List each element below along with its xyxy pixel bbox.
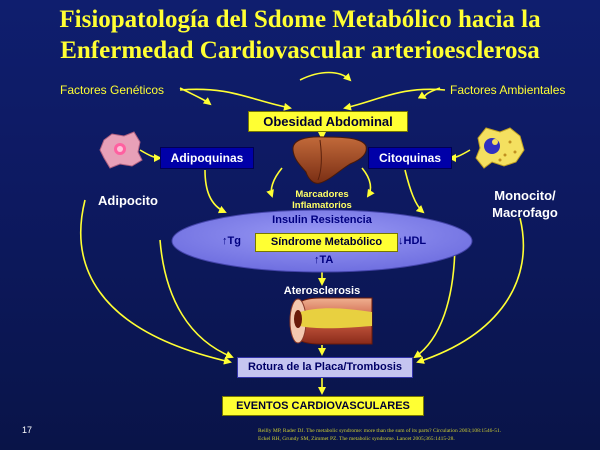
- arrow-genetic-short: [179, 87, 212, 106]
- arrow-environmental-short: [417, 87, 441, 100]
- artery-plaque-icon: [289, 297, 373, 345]
- macrophage-cell-icon: [475, 127, 525, 169]
- slide-number: 17: [22, 425, 33, 435]
- environmental-factors-label: Factores Ambientales: [450, 83, 566, 97]
- atherosclerosis-label: Aterosclerosis: [283, 285, 361, 297]
- arrow-environmental-to-obesity: [343, 88, 446, 111]
- arrow-cytokines-to-ellipse: [404, 169, 425, 214]
- adipokines-box: Adipoquinas: [160, 147, 254, 169]
- arrow-markers-right: [361, 167, 375, 198]
- slide-title-line-2: Enfermedad Cardiovascular arterioesclero…: [60, 37, 540, 64]
- metabolic-syndrome-box: Síndrome Metabólico: [255, 233, 398, 252]
- adipocyte-cell-icon: [99, 131, 143, 169]
- inflammatory-markers-label: Marcadores Inflamatorios: [292, 189, 352, 211]
- blood-pressure-label: ↑TA: [314, 254, 334, 266]
- reference-1: Reilly MP, Rader DJ. The metabolic syndr…: [258, 428, 502, 434]
- arrow-top-curve: [299, 71, 352, 82]
- arrow-monocyte-to-cytokines: [448, 149, 471, 162]
- triglycerides-label: ↑Tg: [222, 235, 241, 247]
- references: Reilly MP, Rader DJ. The metabolic syndr…: [258, 427, 598, 443]
- arrow-adipokines-to-ellipse: [204, 169, 227, 214]
- monocyte-macrophage-label: Monocito/ Macrofago: [480, 187, 570, 221]
- arrow-adipocyte-to-adipokines: [139, 149, 162, 162]
- monocyte-label-line-2: Macrofago: [492, 205, 558, 220]
- arrow-right-long: [416, 217, 525, 364]
- reference-2: Eckel RH, Grundy SM, Zimmet PZ. The meta…: [258, 436, 455, 442]
- arrow-genetic-to-obesity: [179, 88, 292, 111]
- hdl-label: ↓HDL: [398, 235, 427, 247]
- slide-title-line-1: Fisiopatología del Sdome Metabólico haci…: [59, 6, 541, 33]
- arrow-left-long: [79, 199, 232, 365]
- abdominal-obesity-box: Obesidad Abdominal: [248, 111, 408, 132]
- adipocyte-label: Adipocito: [98, 193, 158, 208]
- arrow-markers-left: [266, 167, 283, 198]
- cardiovascular-events-box: EVENTOS CARDIOVASCULARES: [222, 396, 424, 416]
- cytokines-box: Citoquinas: [368, 147, 452, 169]
- arrow-right-mid: [413, 239, 456, 359]
- liver-icon: [292, 136, 367, 184]
- insulin-resistance-label: Insulin Resistencia: [272, 214, 372, 226]
- arrow-left-mid: [159, 239, 234, 359]
- monocyte-label-line-1: Monocito/: [494, 188, 556, 203]
- plaque-rupture-box: Rotura de la Placa/Trombosis: [237, 357, 413, 378]
- genetic-factors-label: Factores Genéticos: [60, 83, 165, 97]
- slide-title: Fisiopatología del Sdome Metabólico haci…: [0, 4, 600, 66]
